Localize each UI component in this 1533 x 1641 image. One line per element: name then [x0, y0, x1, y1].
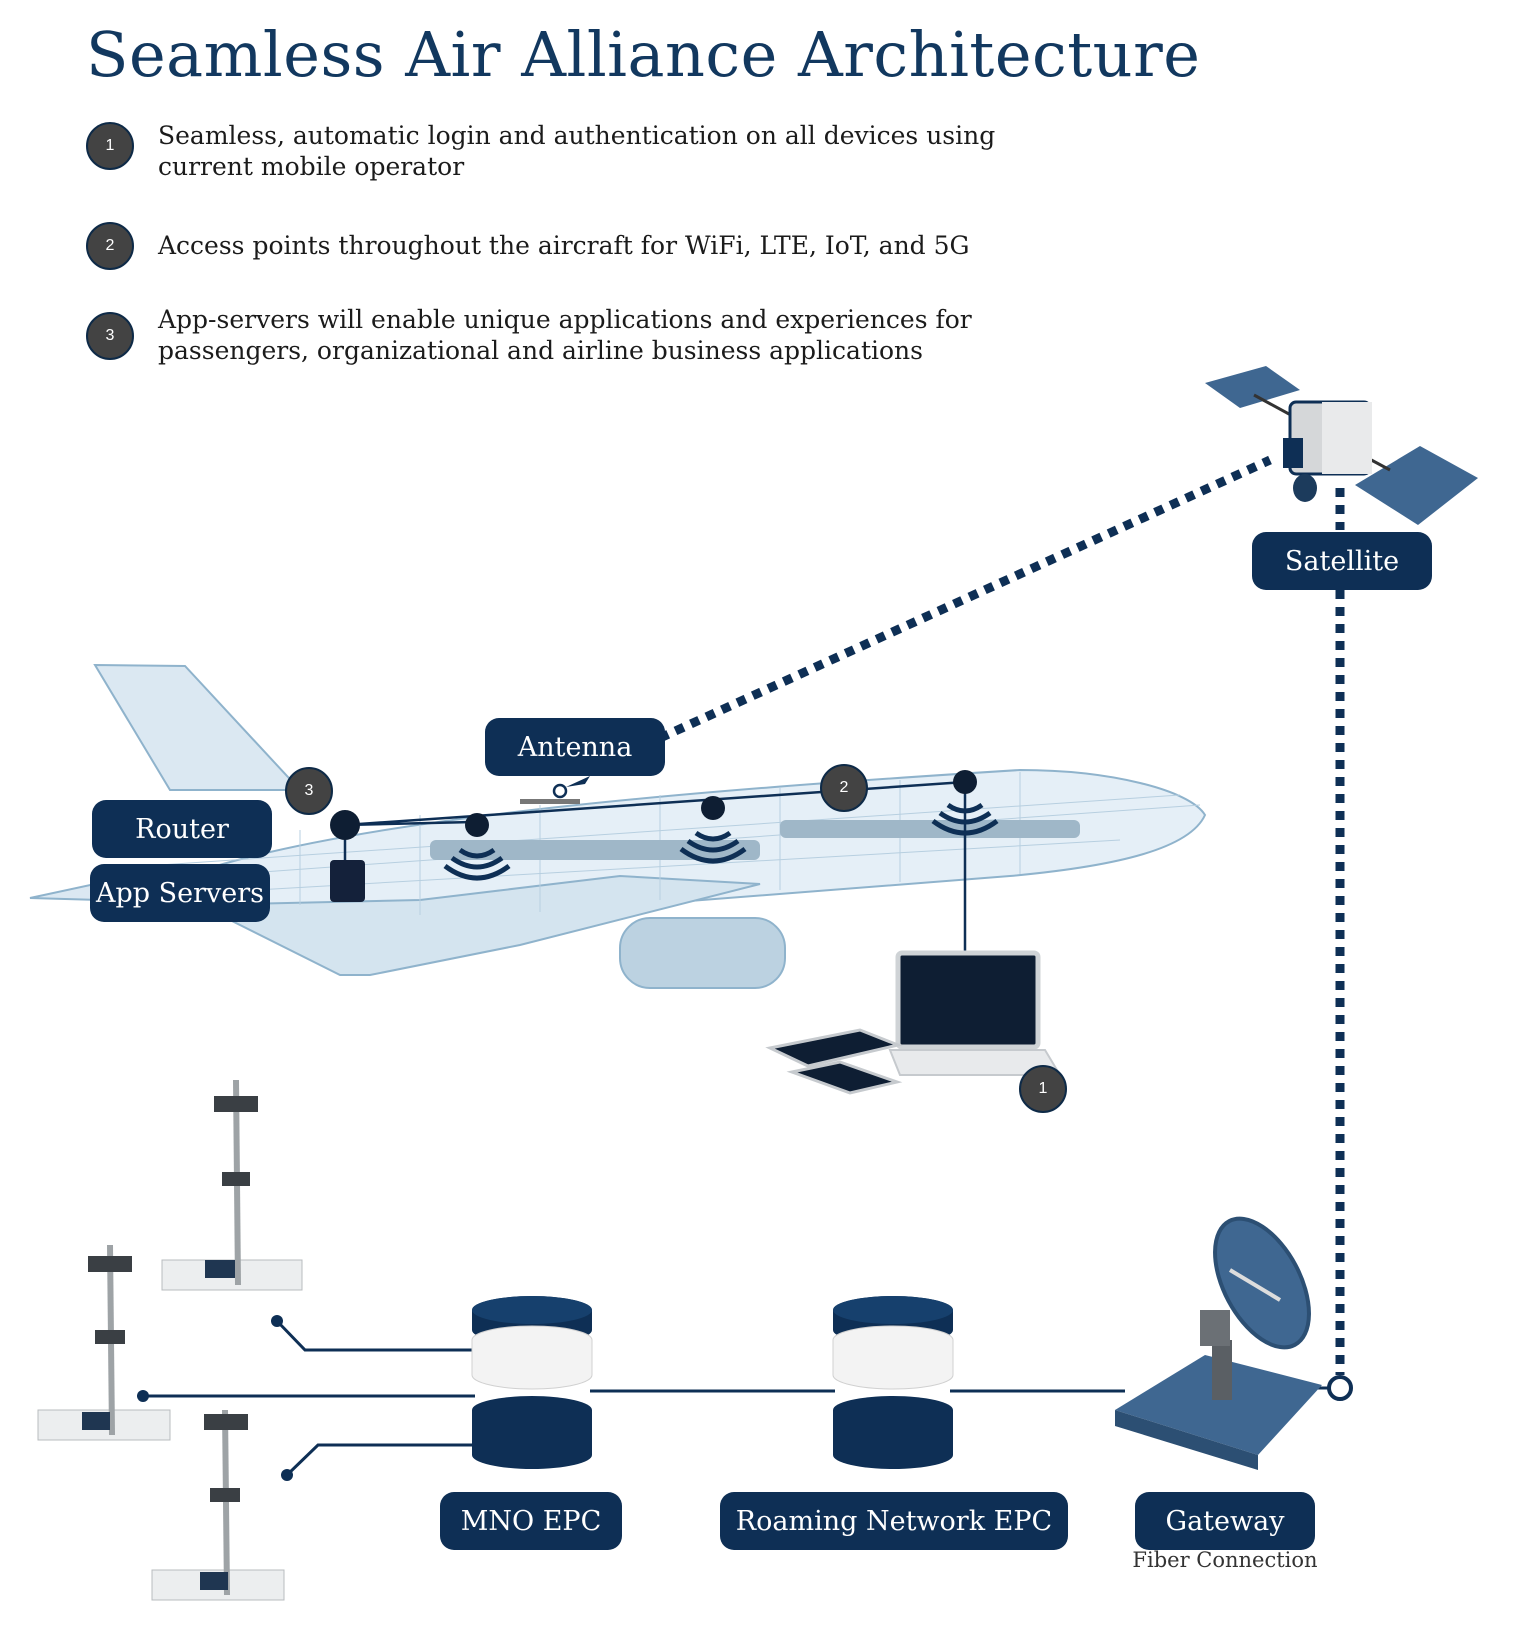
- fiber-connection-label: Fiber Connection: [1132, 1548, 1318, 1572]
- cell-tower-icon: [37, 1244, 171, 1441]
- cell-tower-icon: [161, 1079, 303, 1291]
- bullet-text: App-servers will enable unique applicati…: [158, 305, 972, 365]
- satellite-link: [658, 455, 1353, 1401]
- app-servers-label: App Servers: [90, 864, 270, 922]
- bullet-number: 3: [86, 312, 134, 360]
- wifi-icon: [931, 770, 999, 836]
- wifi-icon: [679, 796, 747, 864]
- router-label: Router: [92, 800, 272, 858]
- bullet-number: 2: [86, 222, 134, 270]
- marker-devices: 1: [1019, 1065, 1067, 1113]
- bullet-text: Access points throughout the aircraft fo…: [158, 231, 970, 260]
- app-server-icon: [330, 860, 365, 902]
- bullet-text: Seamless, automatic login and authentica…: [158, 121, 996, 181]
- wifi-icon: [443, 813, 511, 881]
- phone-icon: [786, 1060, 903, 1095]
- laptop-icon: [888, 950, 1062, 1076]
- tablet-icon: [765, 1028, 904, 1068]
- gateway-label: Gateway: [1135, 1492, 1315, 1550]
- roaming-epc-label: Roaming Network EPC: [720, 1492, 1068, 1550]
- marker-app-servers: 3: [285, 767, 333, 815]
- satellite-label: Satellite: [1252, 532, 1432, 590]
- router-node: [330, 810, 360, 840]
- cell-tower-icon: [151, 1409, 285, 1601]
- page-title: Seamless Air Alliance Architecture: [86, 18, 1201, 91]
- antenna-label: Antenna: [485, 718, 665, 776]
- bullet-number: 1: [86, 122, 134, 170]
- mno-epc-label: MNO EPC: [440, 1492, 622, 1550]
- marker-access-points: 2: [820, 764, 868, 812]
- dish-antenna-icon: [1115, 1216, 1322, 1470]
- server-stack-icon: [471, 1296, 593, 1469]
- airplane-icon: [29, 663, 1207, 989]
- server-stack-icon: [832, 1296, 954, 1469]
- satellite-icon: [1205, 366, 1478, 525]
- antenna-node: [552, 783, 568, 799]
